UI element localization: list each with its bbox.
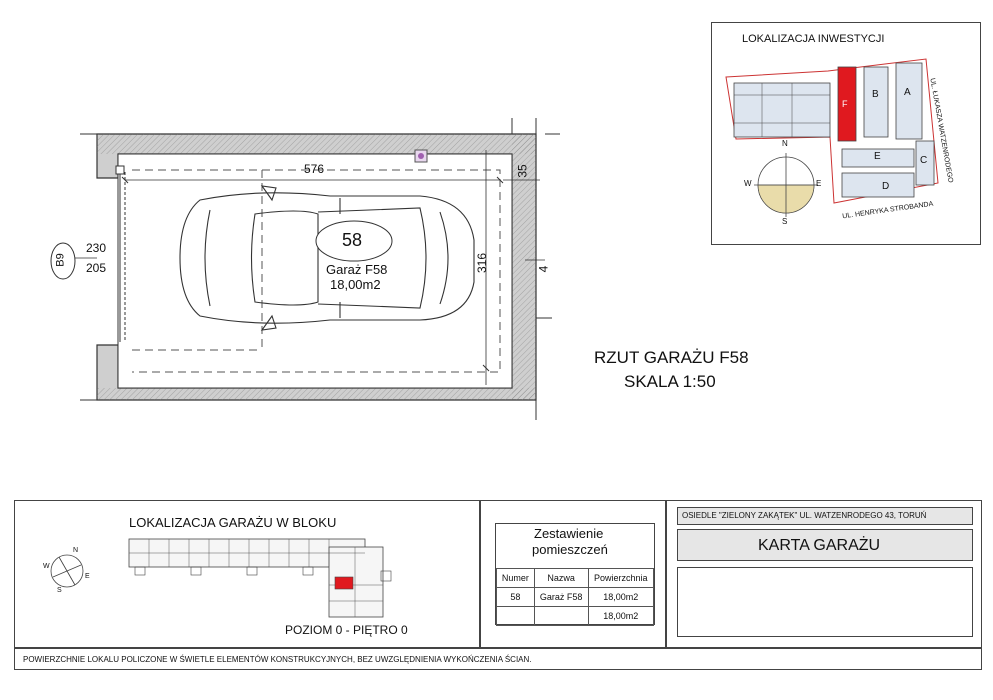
cell-empty (533, 606, 589, 626)
wall-bottom (97, 388, 536, 400)
block-compass-w: W (43, 563, 50, 570)
dim-left-inner: 205 (86, 261, 107, 275)
block-location-title: LOKALIZACJA GARAŻU W BLOKU (129, 515, 337, 530)
investment-location-title: LOKALIZACJA INWESTYCJI (742, 33, 885, 45)
rooms-table-frame: Zestawienie pomieszczeń Numer Nazwa Powi… (495, 523, 655, 626)
rooms-table-title-1: Zestawienie (534, 526, 604, 541)
rooms-table-title-2: pomieszczeń (532, 542, 608, 557)
compass-w: W (744, 179, 752, 188)
card-title: KARTA GARAŻU (758, 537, 881, 554)
cell-total: 18,00m2 (587, 606, 655, 626)
garage-number-badge (315, 220, 393, 262)
block-compass-s: S (57, 587, 62, 594)
footer-note: POWIERZCHNIE LOKALU POLICZONE W ŚWIETLE … (23, 655, 532, 664)
info-panel: OSIEDLE "ZIELONY ZAKĄTEK" UL. WATZENRODE… (666, 500, 982, 648)
dim-left-outer: 230 (86, 241, 107, 255)
rooms-table: Numer Nazwa Powierzchnia 58 Garaż F58 18… (496, 568, 655, 626)
building-label-c: C (920, 155, 928, 166)
estate-bar: OSIEDLE "ZIELONY ZAKĄTEK" UL. WATZENRODE… (677, 507, 973, 525)
plan-scale: SKALA 1:50 (624, 372, 716, 391)
block-compass-e: E (85, 573, 90, 580)
header-numer: Numer (496, 568, 535, 588)
car-icon (179, 185, 475, 331)
parking-area-outline (132, 169, 501, 373)
cell-powierzchnia: 18,00m2 (587, 587, 655, 607)
garage-highlight (334, 576, 354, 590)
garage-name: Garaż F58 (326, 262, 388, 277)
compass-n: N (782, 139, 788, 148)
compass-e: E (816, 179, 822, 188)
investment-location-panel: LOKALIZACJA INWESTYCJI F B A E C D N S E… (711, 22, 981, 245)
garage-floor (117, 153, 513, 389)
dim-right-small: 4 (536, 265, 551, 273)
info-blank-area (677, 567, 973, 637)
site-map (725, 58, 939, 217)
building-f-highlight (837, 66, 857, 142)
compass-s: S (782, 217, 788, 226)
garage-plan: 576 35 230 205 316 4 B9 58 Garaż F58 18,… (50, 118, 560, 420)
dim-top-right: 35 (515, 164, 530, 178)
plan-title: RZUT GARAŻU F58 (594, 348, 749, 367)
block-location-panel: LOKALIZACJA GARAŻU W BLOKU N S E (14, 500, 480, 648)
header-nazwa: Nazwa (533, 568, 589, 588)
block-level: POZIOM 0 - PIĘTRO 0 (285, 623, 408, 637)
garage-number: 58 (342, 230, 363, 250)
building-label-b: B (872, 89, 879, 100)
garage-area: 18,00m2 (330, 277, 381, 292)
building-label-e: E (874, 151, 881, 162)
building-label-f: F (842, 99, 848, 109)
block-compass-n: N (73, 547, 79, 554)
card-title-bar: KARTA GARAŻU (677, 529, 973, 561)
estate-address: OSIEDLE "ZIELONY ZAKĄTEK" UL. WATZENRODE… (682, 511, 927, 520)
cell-empty (496, 606, 535, 626)
axis-label: B9 (54, 253, 67, 267)
cell-numer: 58 (496, 587, 535, 607)
building-label-d: D (882, 181, 890, 192)
block-plan (50, 538, 392, 618)
axis-marker (50, 242, 76, 280)
table-row: 58 Garaż F58 18,00m2 (496, 587, 655, 607)
rooms-table-header: Numer Nazwa Powierzchnia (496, 568, 655, 588)
footer-bar: POWIERZCHNIE LOKALU POLICZONE W ŚWIETLE … (14, 648, 982, 670)
garage-plan-drawing (50, 118, 560, 420)
dim-right-vertical: 316 (475, 252, 490, 274)
table-total-row: 18,00m2 (496, 606, 655, 626)
wall-top (97, 134, 536, 154)
cell-nazwa: Garaż F58 (533, 587, 589, 607)
header-powierzchnia: Powierzchnia (587, 568, 655, 588)
dim-top: 576 (304, 162, 325, 176)
rooms-table-panel: Zestawienie pomieszczeń Numer Nazwa Powi… (480, 500, 666, 648)
wall-right (512, 134, 536, 400)
building-label-a: A (904, 87, 911, 98)
